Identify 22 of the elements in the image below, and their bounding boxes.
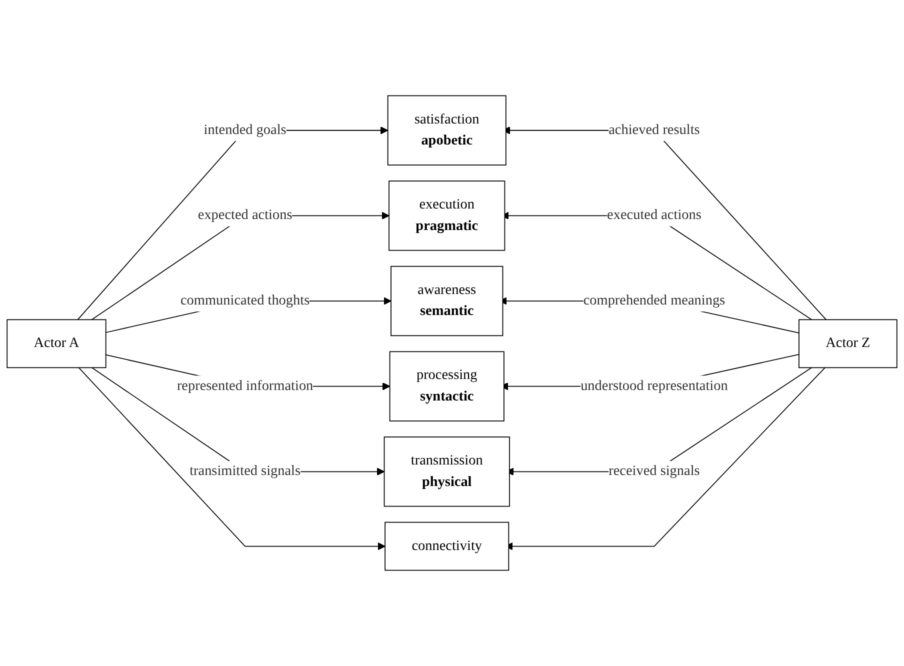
node-box: Actor Z [798, 319, 898, 368]
node-box: execution pragmatic [388, 180, 506, 251]
edge-label: transimitted signals [190, 464, 301, 479]
node-box: Actor A [6, 319, 106, 368]
edge-label: intended goals [204, 122, 286, 138]
node-box: satisfaction apobetic [387, 95, 506, 166]
arrow [91, 367, 385, 476]
arrow [78, 367, 386, 550]
node-box: processing syntactic [389, 351, 504, 422]
edge-label: represented information [176, 378, 314, 394]
edge-label: achieved results [608, 122, 700, 138]
edge-label: comprehended meanings [583, 293, 726, 308]
edge-label: received signals [608, 464, 700, 479]
node-box: connectivity [384, 522, 510, 571]
node-box: transmission physical [384, 436, 510, 507]
node-box: awareness semantic [390, 266, 504, 336]
arrow [91, 212, 390, 320]
edge-label: communicated thoghts [180, 293, 310, 308]
edge-label: understood representation [580, 378, 728, 394]
arrow [77, 126, 388, 320]
edge-label: expected actions [198, 208, 292, 223]
edge-label: executed actions [607, 208, 702, 223]
